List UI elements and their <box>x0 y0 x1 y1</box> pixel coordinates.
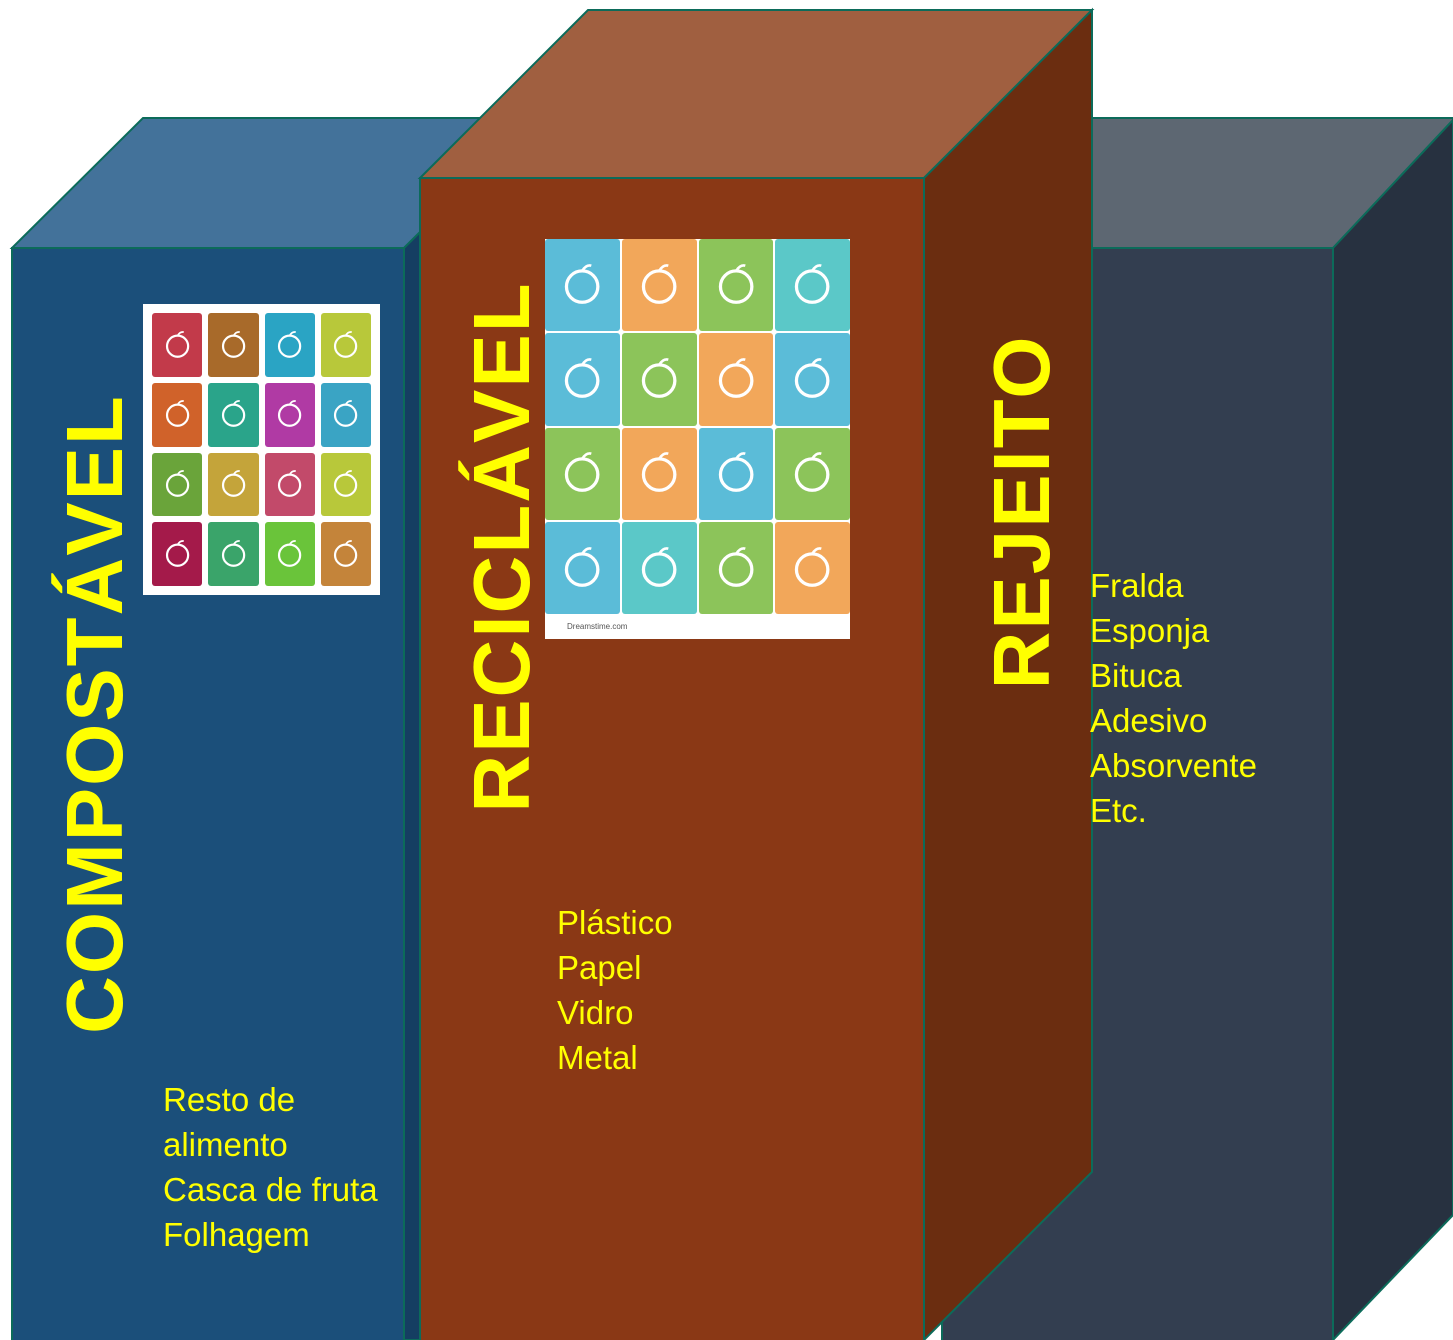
mushroom-icon <box>208 452 259 517</box>
reciclavel-watermark: Dreamstime.com <box>545 614 850 639</box>
corn-icon <box>208 313 259 377</box>
battery-icon <box>698 333 774 426</box>
compostavel-items: Resto de alimento Casca de fruta Folhage… <box>163 1077 378 1257</box>
armchair-icon <box>775 521 850 614</box>
spray-bottles-icon <box>545 333 620 426</box>
eggplant-icon <box>152 382 203 447</box>
cherry-icon <box>320 522 371 586</box>
reciclavel-title: RECICLÁVEL <box>457 281 546 813</box>
coconut-icon <box>264 522 315 586</box>
bottles-icon <box>775 239 850 332</box>
list-item: Etc. <box>1090 792 1147 829</box>
list-item: Fralda <box>1090 567 1184 604</box>
compostavel-title: COMPOSTÁVEL <box>50 394 139 1034</box>
clothes-icon <box>621 427 697 520</box>
reciclavel-items: Plástico Papel Vidro Metal <box>557 900 673 1080</box>
grapes-icon <box>320 382 371 447</box>
watermark-text: Dreamstime.com <box>567 622 628 631</box>
list-item: Bituca <box>1090 657 1182 694</box>
list-item: Metal <box>557 1039 638 1076</box>
apple-icon <box>264 313 315 377</box>
list-item: Esponja <box>1090 612 1210 649</box>
beet-icon <box>208 522 259 586</box>
tire-icon <box>775 427 850 520</box>
tomato-icon <box>152 313 203 377</box>
compostavel-icon-grid <box>143 304 380 595</box>
list-item: Absorvente <box>1090 747 1257 784</box>
strawberry-icon <box>264 452 315 517</box>
test-tubes-icon <box>775 333 850 426</box>
cans-icon <box>545 239 620 332</box>
list-item: Vidro <box>557 994 634 1031</box>
pencils-icon <box>545 427 620 520</box>
list-item: Resto de <box>163 1081 296 1118</box>
rejeito-items: Fralda Esponja Bituca Adesivo Absorvente… <box>1090 563 1257 833</box>
list-item: Adesivo <box>1090 702 1208 739</box>
appliances-icon <box>698 427 774 520</box>
pumpkin-icon <box>152 522 203 586</box>
list-item: Folhagem <box>163 1216 310 1253</box>
plum-icon <box>320 452 371 517</box>
box-icon <box>621 333 697 426</box>
cucumber-icon <box>152 452 203 517</box>
list-item: Casca de fruta <box>163 1171 378 1208</box>
banana-peel-icon <box>698 239 774 332</box>
radiation-icon <box>621 239 697 332</box>
list-item: Plástico <box>557 904 673 941</box>
book-icon <box>545 521 620 614</box>
list-item: alimento <box>163 1126 288 1163</box>
carrot-icon <box>208 382 259 447</box>
rejeito-bin-side <box>1332 118 1453 1340</box>
list-item: Papel <box>557 949 642 986</box>
car-icon <box>698 521 774 614</box>
lemon-icon <box>320 313 371 377</box>
reciclavel-icon-grid <box>545 239 850 639</box>
rejeito-title: REJEITO <box>977 334 1066 690</box>
newspaper-icon <box>621 521 697 614</box>
pear-icon <box>264 382 315 447</box>
